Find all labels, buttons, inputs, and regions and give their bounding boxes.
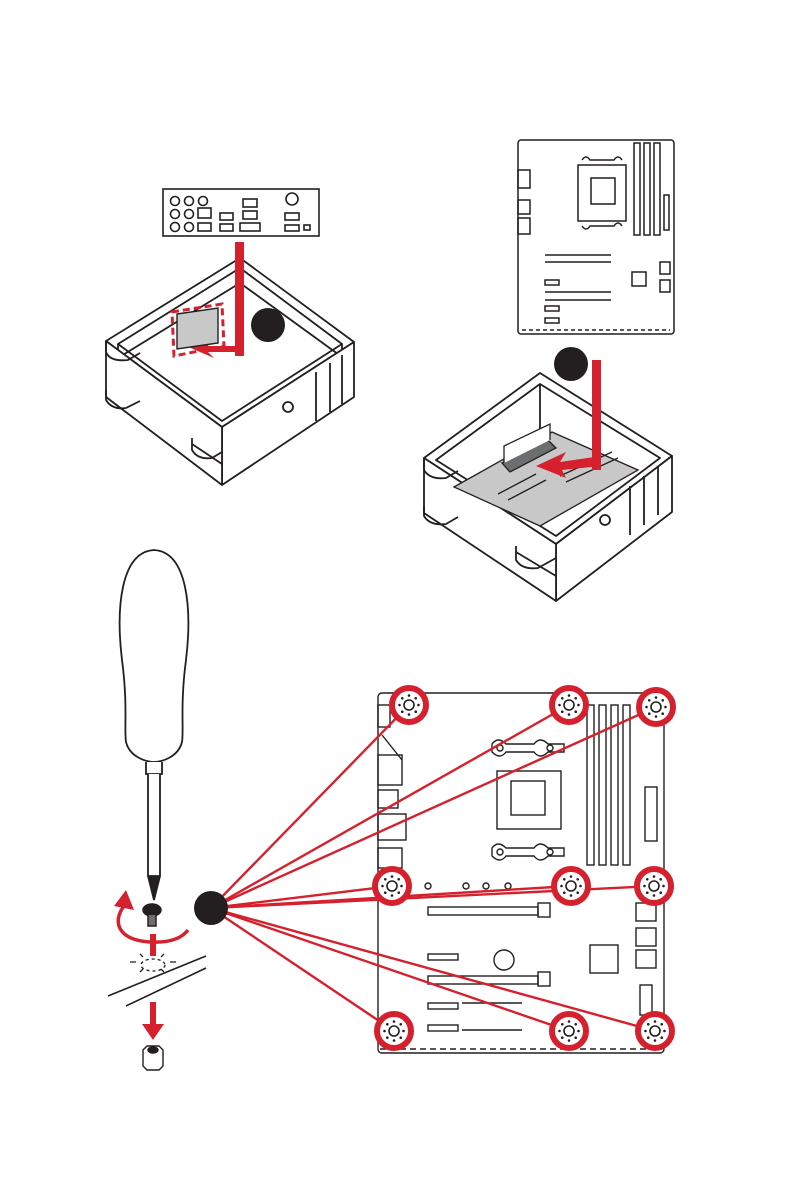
leader-line-7 xyxy=(211,908,394,1031)
screw-hole-9 xyxy=(638,1014,672,1048)
screw-hole-3 xyxy=(639,690,673,724)
io-shield-icon xyxy=(163,189,319,236)
standoff-icon xyxy=(143,1046,163,1070)
screw-hole-5 xyxy=(554,869,588,903)
motherboard-layout xyxy=(378,693,664,1053)
screw-hole-8 xyxy=(552,1014,586,1048)
screwdriver-icon xyxy=(120,550,189,900)
step-marker-3 xyxy=(194,891,228,925)
screw-icon xyxy=(143,904,161,926)
panel-plane xyxy=(108,956,206,1006)
screw-hole-4 xyxy=(375,869,409,903)
step-marker-1 xyxy=(251,308,285,342)
screw-hole-2 xyxy=(552,688,586,722)
mounting-hole-icon xyxy=(130,954,176,972)
computer-case-left xyxy=(106,258,354,485)
down-arrow-icon xyxy=(142,934,164,1040)
screw-hole-7 xyxy=(377,1014,411,1048)
screw-hole-1 xyxy=(392,688,426,722)
step-marker-2 xyxy=(554,347,588,381)
motherboard-icon xyxy=(518,140,674,334)
screw-hole-6 xyxy=(637,869,671,903)
